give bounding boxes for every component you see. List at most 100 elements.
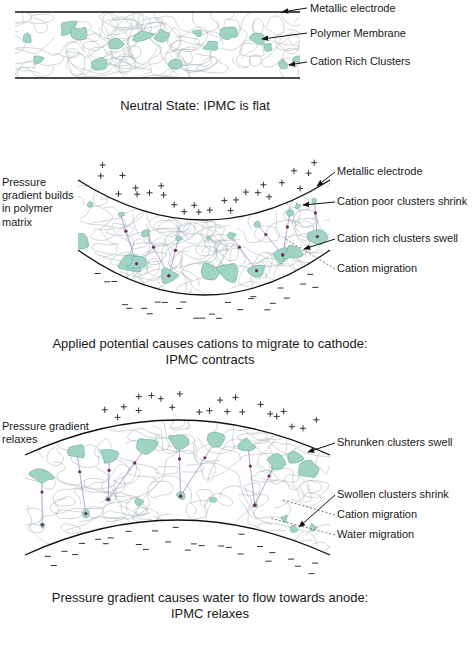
ion-cluster [34, 56, 44, 64]
cation-dot [253, 504, 256, 507]
part-label: Polymer Membrane [310, 27, 470, 40]
part-label: Cation Rich Clusters [310, 55, 470, 68]
ion-cluster [267, 454, 285, 470]
polymer-chain [159, 180, 199, 223]
dotted-leader [283, 500, 335, 515]
polymer-chain [232, 263, 277, 289]
ion-cluster [176, 492, 185, 500]
cation-dot [40, 490, 43, 493]
ion-cluster [312, 198, 317, 203]
polymer-chain [15, 18, 48, 35]
ion-cluster [87, 201, 93, 207]
ion-cluster [238, 438, 256, 451]
panel-caption: Pressure gradient causes water to flow t… [40, 590, 380, 621]
leader-arrow [262, 33, 307, 39]
polymer-chain [55, 496, 75, 506]
polymer-chain [205, 493, 233, 519]
polymer-chain [253, 18, 264, 35]
polymer-chain [182, 246, 210, 260]
polymer-chain [220, 486, 272, 525]
polymer-chain [161, 41, 204, 77]
electrode-curve [78, 180, 330, 220]
ion-cluster [299, 460, 319, 477]
electrode-line [15, 11, 300, 12]
polymer-chain [110, 19, 139, 28]
polymer-chain [200, 461, 216, 479]
polymer-chain [39, 488, 86, 522]
polymer-chain [171, 36, 199, 49]
part-label: Metallic electrode [337, 165, 472, 178]
polymer-chain [208, 447, 262, 482]
ion-cluster [207, 432, 225, 447]
ion-cluster [40, 523, 45, 528]
cation-dot [106, 498, 109, 501]
leader-arrow [303, 202, 335, 205]
cation-dot [203, 456, 206, 459]
polymer-chain [103, 511, 125, 522]
ion-cluster [71, 234, 88, 249]
polymer-chain [244, 483, 260, 496]
polymer-chain [284, 474, 304, 489]
polymer-chain [167, 28, 181, 52]
polymer-chain [325, 206, 386, 225]
cation-dot [152, 246, 155, 249]
ion-cluster [101, 449, 119, 463]
polymer-chain [239, 499, 290, 518]
electrode-curve [25, 520, 330, 555]
ion-cluster [227, 232, 236, 239]
ion-cluster [109, 38, 124, 49]
ion-cluster [290, 525, 298, 532]
ion-cluster [247, 265, 265, 277]
polymer-chain [203, 28, 248, 67]
polymer-chain [299, 480, 329, 497]
ion-cluster [132, 31, 154, 41]
ion-cluster [168, 59, 182, 69]
polymer-chain [254, 226, 279, 242]
polymer-chain [96, 224, 150, 256]
polymer-chain [253, 532, 318, 555]
part-label: Cation migration [337, 508, 472, 521]
ion-cluster [175, 236, 182, 241]
polymer-chain [92, 243, 118, 256]
ion-cluster [201, 263, 221, 280]
ion-cluster [220, 27, 238, 40]
leader-arrow [304, 239, 335, 249]
polymer-chain [105, 56, 137, 65]
polymer-chain [85, 72, 152, 78]
leader-arrow [289, 62, 307, 65]
part-label: Shrunken clusters swell [337, 436, 472, 449]
leader-arrow [299, 495, 335, 527]
cation-dot [255, 269, 258, 272]
polymer-chain [196, 57, 228, 73]
ion-cluster [135, 498, 144, 506]
polymer-chain [239, 495, 286, 531]
ion-cluster [92, 57, 107, 70]
ion-cluster [29, 469, 55, 483]
polymer-chain [140, 18, 163, 28]
polymer-chain [31, 14, 55, 23]
polymer-chain [186, 463, 259, 495]
cation-dot [78, 470, 81, 473]
note-label: Pressure gradient relaxes [2, 420, 92, 446]
migration-line [77, 451, 86, 514]
polymer-chain [170, 419, 190, 430]
polymer-chain [166, 222, 230, 255]
polymer-chain [142, 59, 220, 78]
cation-dot [286, 225, 289, 228]
ion-cluster [217, 263, 238, 282]
ion-cluster [127, 257, 146, 269]
cation-dot [84, 512, 87, 515]
polymer-chain [101, 211, 147, 244]
cation-dot [179, 495, 182, 498]
cation-dot [174, 249, 177, 252]
polymer-chain [120, 378, 175, 423]
panel-caption: Neutral State: IPMC is flat [60, 98, 330, 114]
dotted-leader [284, 238, 335, 269]
note-label: Pressure gradient builds in polymer matr… [2, 176, 76, 229]
polymer-chain [282, 12, 300, 26]
ion-cluster [292, 56, 300, 63]
polymer-chain [28, 505, 75, 557]
polymer-chain [238, 220, 299, 243]
leader-arrow [317, 172, 335, 186]
polymer-chain [68, 54, 84, 76]
